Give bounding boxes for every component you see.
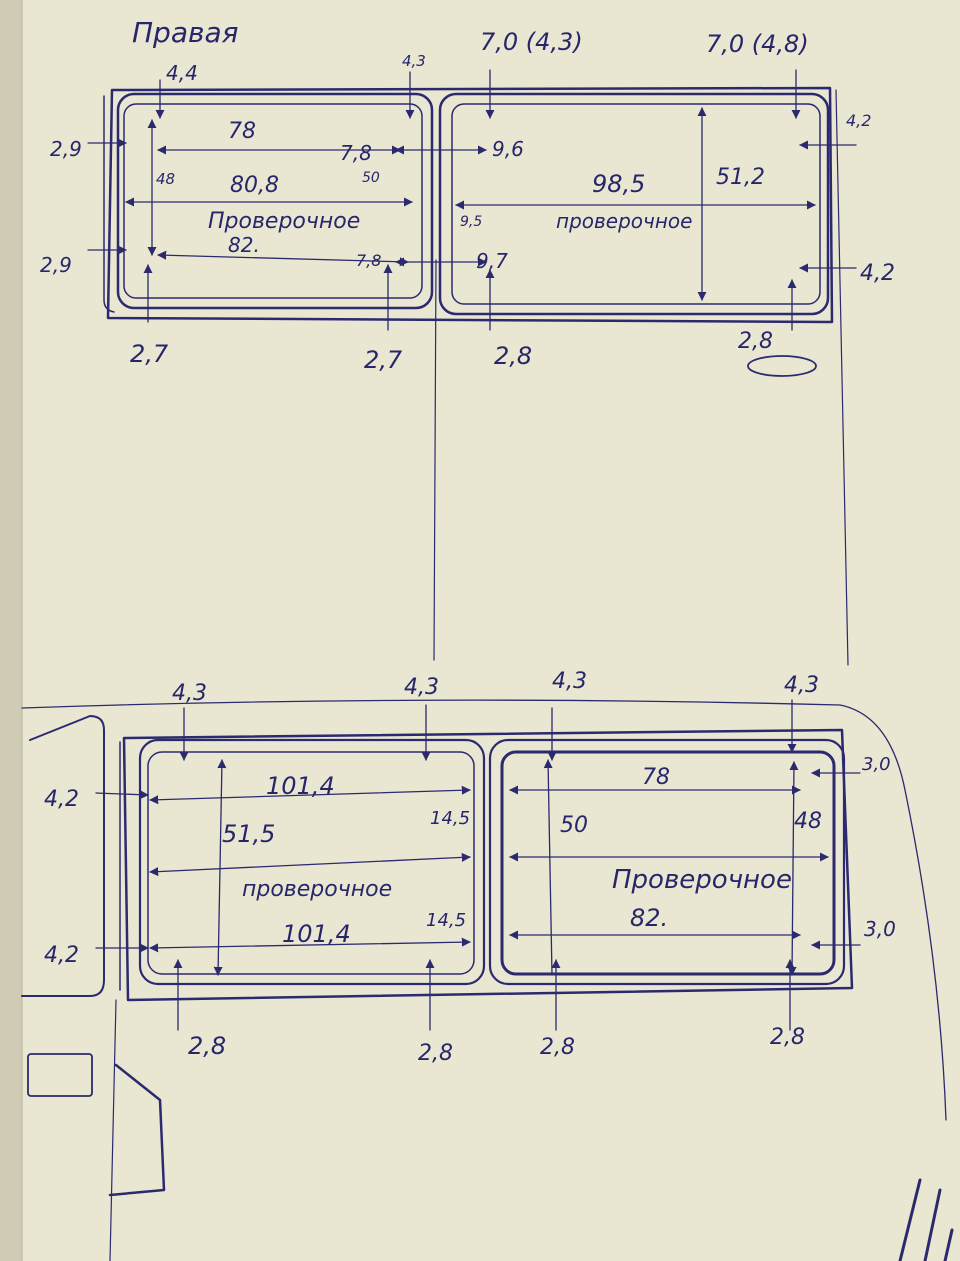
dim-top-left-margin: 4,4 bbox=[166, 61, 198, 85]
dim-bl-width-upper: 101,4 bbox=[266, 772, 335, 800]
dim-bl-height: 51,5 bbox=[222, 820, 275, 848]
dim-left-bottom-left: 2,7 bbox=[130, 340, 169, 368]
dim-gap-lower: 9,7 bbox=[476, 249, 508, 273]
dim-br-right-lower: 3,0 bbox=[864, 917, 896, 941]
page-heading: Правая bbox=[132, 16, 239, 49]
dim-right-bottom-left: 2,8 bbox=[494, 342, 532, 370]
dim-bl-left-upper: 4,2 bbox=[44, 787, 79, 812]
dim-top-right-left-margin: 7,0 (4,3) bbox=[480, 28, 583, 56]
dim-top-right-right-margin: 7,0 (4,8) bbox=[706, 30, 809, 58]
label-left-window: Проверочное bbox=[208, 209, 360, 234]
label-right-window: проверочное bbox=[556, 209, 692, 233]
dim-br-height-right: 48 bbox=[794, 809, 822, 834]
dim-right-width: 98,5 bbox=[592, 170, 645, 198]
dim-left-upper: 2,9 bbox=[50, 137, 82, 161]
dim-br-width-upper: 78 bbox=[642, 765, 670, 790]
dim-left-width-mid: 80,8 bbox=[230, 173, 279, 198]
dim-left-width-low: 82. bbox=[228, 233, 260, 257]
dim-top-left-right-margin: 4,3 bbox=[402, 52, 426, 70]
page-edge bbox=[0, 0, 22, 1261]
dim-left-lower: 2,9 bbox=[40, 253, 72, 277]
dim-br-top-right: 4,3 bbox=[784, 673, 819, 698]
dim-left-height: 48 bbox=[156, 170, 175, 188]
dim-gap-mid: 9,5 bbox=[460, 214, 482, 230]
dim-br-right-upper: 3,0 bbox=[862, 754, 891, 775]
dim-left-inner-right-upper: 7,8 bbox=[340, 141, 372, 165]
dim-bl-top-right: 4,3 bbox=[404, 675, 439, 700]
dim-bl-left-lower: 4,2 bbox=[44, 943, 79, 968]
top-frame-sketch bbox=[87, 69, 857, 666]
dim-bl-width-lower: 101,4 bbox=[282, 920, 351, 948]
bottom-frame-sketch bbox=[21, 699, 954, 1261]
dim-left-inner-right-lower: 7,8 bbox=[356, 251, 381, 270]
dim-br-width-lower: 82. bbox=[630, 904, 668, 932]
dim-br-height-left: 50 bbox=[560, 813, 588, 838]
dim-br-top-left: 4,3 bbox=[552, 669, 587, 694]
label-br-window: Проверочное bbox=[612, 865, 792, 895]
dim-bl-top-left: 4,3 bbox=[172, 681, 207, 706]
dim-right-upper: 4,2 bbox=[846, 111, 871, 130]
dim-bl-bottom-left: 2,8 bbox=[188, 1032, 226, 1060]
dim-gap-upper: 9,6 bbox=[492, 137, 524, 161]
dim-left-bottom-right: 2,7 bbox=[364, 346, 403, 374]
dim-right-height: 51,2 bbox=[716, 165, 765, 190]
dim-left-small-mark: 50 bbox=[362, 170, 380, 186]
dim-right-bottom-right: 2,8 bbox=[738, 329, 773, 354]
dim-bl-gap-upper: 14,5 bbox=[430, 808, 470, 829]
dim-left-width-upper: 78 bbox=[228, 119, 256, 144]
dim-right-lower: 4,2 bbox=[860, 261, 895, 286]
dim-bl-gap-lower: 14,5 bbox=[426, 910, 466, 931]
dim-bl-bottom-right: 2,8 bbox=[418, 1041, 453, 1066]
dim-br-bottom-right: 2,8 bbox=[770, 1025, 805, 1050]
dim-br-bottom-left: 2,8 bbox=[540, 1035, 575, 1060]
label-bl-window: проверочное bbox=[242, 877, 392, 902]
